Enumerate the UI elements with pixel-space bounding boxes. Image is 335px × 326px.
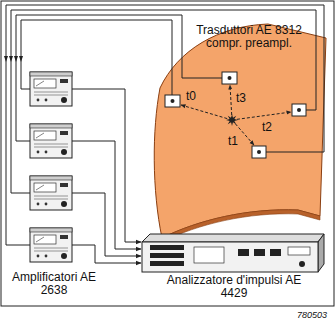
arrival-time-label: t0 [186,90,196,103]
figure-number: 780503 [292,309,332,322]
arrival-time-label: t2 [262,121,272,134]
transducer-cables [172,5,324,152]
arrival-time-label: t3 [236,92,246,105]
amplifier-units [30,72,72,262]
amplifier-label: Amplificatori AE 2638 [4,271,104,297]
plate-surface [154,24,326,238]
emission-source [226,114,238,126]
analyzer-label: Analizzatore d'impulsi AE 4429 [159,274,309,300]
pulse-analyzer: Analizzatore d'impulsi AE 4429 [138,232,330,302]
frame [1,1,334,306]
specimen-plate: Trasduttori AE 8312 compr. preampl. t3 t0 t… [148,10,330,242]
flow-arrowheads [4,56,23,62]
arrival-time-label: t1 [228,135,238,148]
analyzer-panel [150,245,310,267]
transducer-sensors [165,72,306,158]
transducer-label: Trasduttori AE 8312 compr. preampl. [190,24,308,50]
